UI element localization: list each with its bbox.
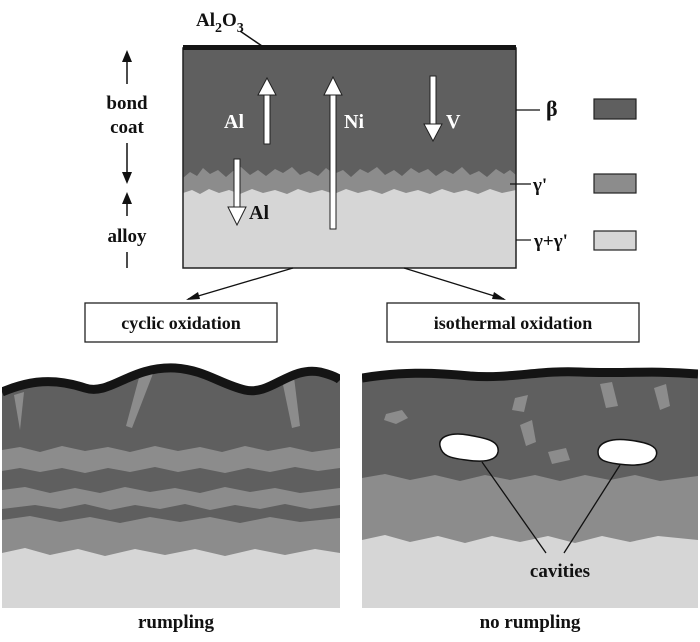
legend [510,98,637,251]
al-up-arrow [257,76,277,145]
isothermal-oxidation-box [386,302,640,343]
legend-label-beta: β [546,96,558,121]
al-down-arrow [227,158,247,227]
bond-coat-schematic [182,45,517,269]
alloy-label: alloy [107,226,147,247]
v-down-arrow [423,75,443,143]
cavity-leader-left [481,461,547,554]
al-up-label: Al [224,111,244,133]
cyclic-oxidation-label: cyclic oxidation [121,313,241,333]
cavity-leader-right [563,464,621,554]
ni-label: Ni [344,111,364,133]
svg-text:Al2O3: Al2O3 [196,10,244,36]
legend-label-gamma-gamma-prime: γ+γ' [533,231,568,252]
rumpling-panel [2,363,340,608]
al-down-label: Al [249,202,269,224]
rumpling-caption: rumpling [138,612,215,633]
oxide-label: Al2O3 [196,10,263,47]
beta-layer [183,48,516,178]
branch-arrows [186,267,506,300]
cavity-left [439,433,499,462]
legend-swatch-gamma-prime [593,173,637,194]
gamma-prime-layer [183,167,516,196]
cavity-right [597,438,658,466]
v-label: V [446,111,461,133]
cavities-label: cavities [530,561,590,582]
gamma-gamma-prime-layer [183,189,516,268]
legend-swatch-gamma-gamma-prime [593,230,637,251]
no-rumpling-caption: no rumpling [480,612,581,633]
coat-label: coat [110,117,144,138]
legend-label-gamma-prime: γ' [532,175,547,196]
thickness-markers [122,50,132,268]
diffusion-arrows [227,75,443,230]
oxide-leader-line [239,30,263,47]
cyclic-oxidation-box [84,302,278,343]
no-rumpling-panel [362,367,698,608]
oxide-scale [183,45,516,50]
legend-swatch-beta [593,98,637,120]
bond-label: bond [106,93,148,114]
isothermal-oxidation-label: isothermal oxidation [434,313,593,333]
ni-up-arrow [323,75,343,230]
